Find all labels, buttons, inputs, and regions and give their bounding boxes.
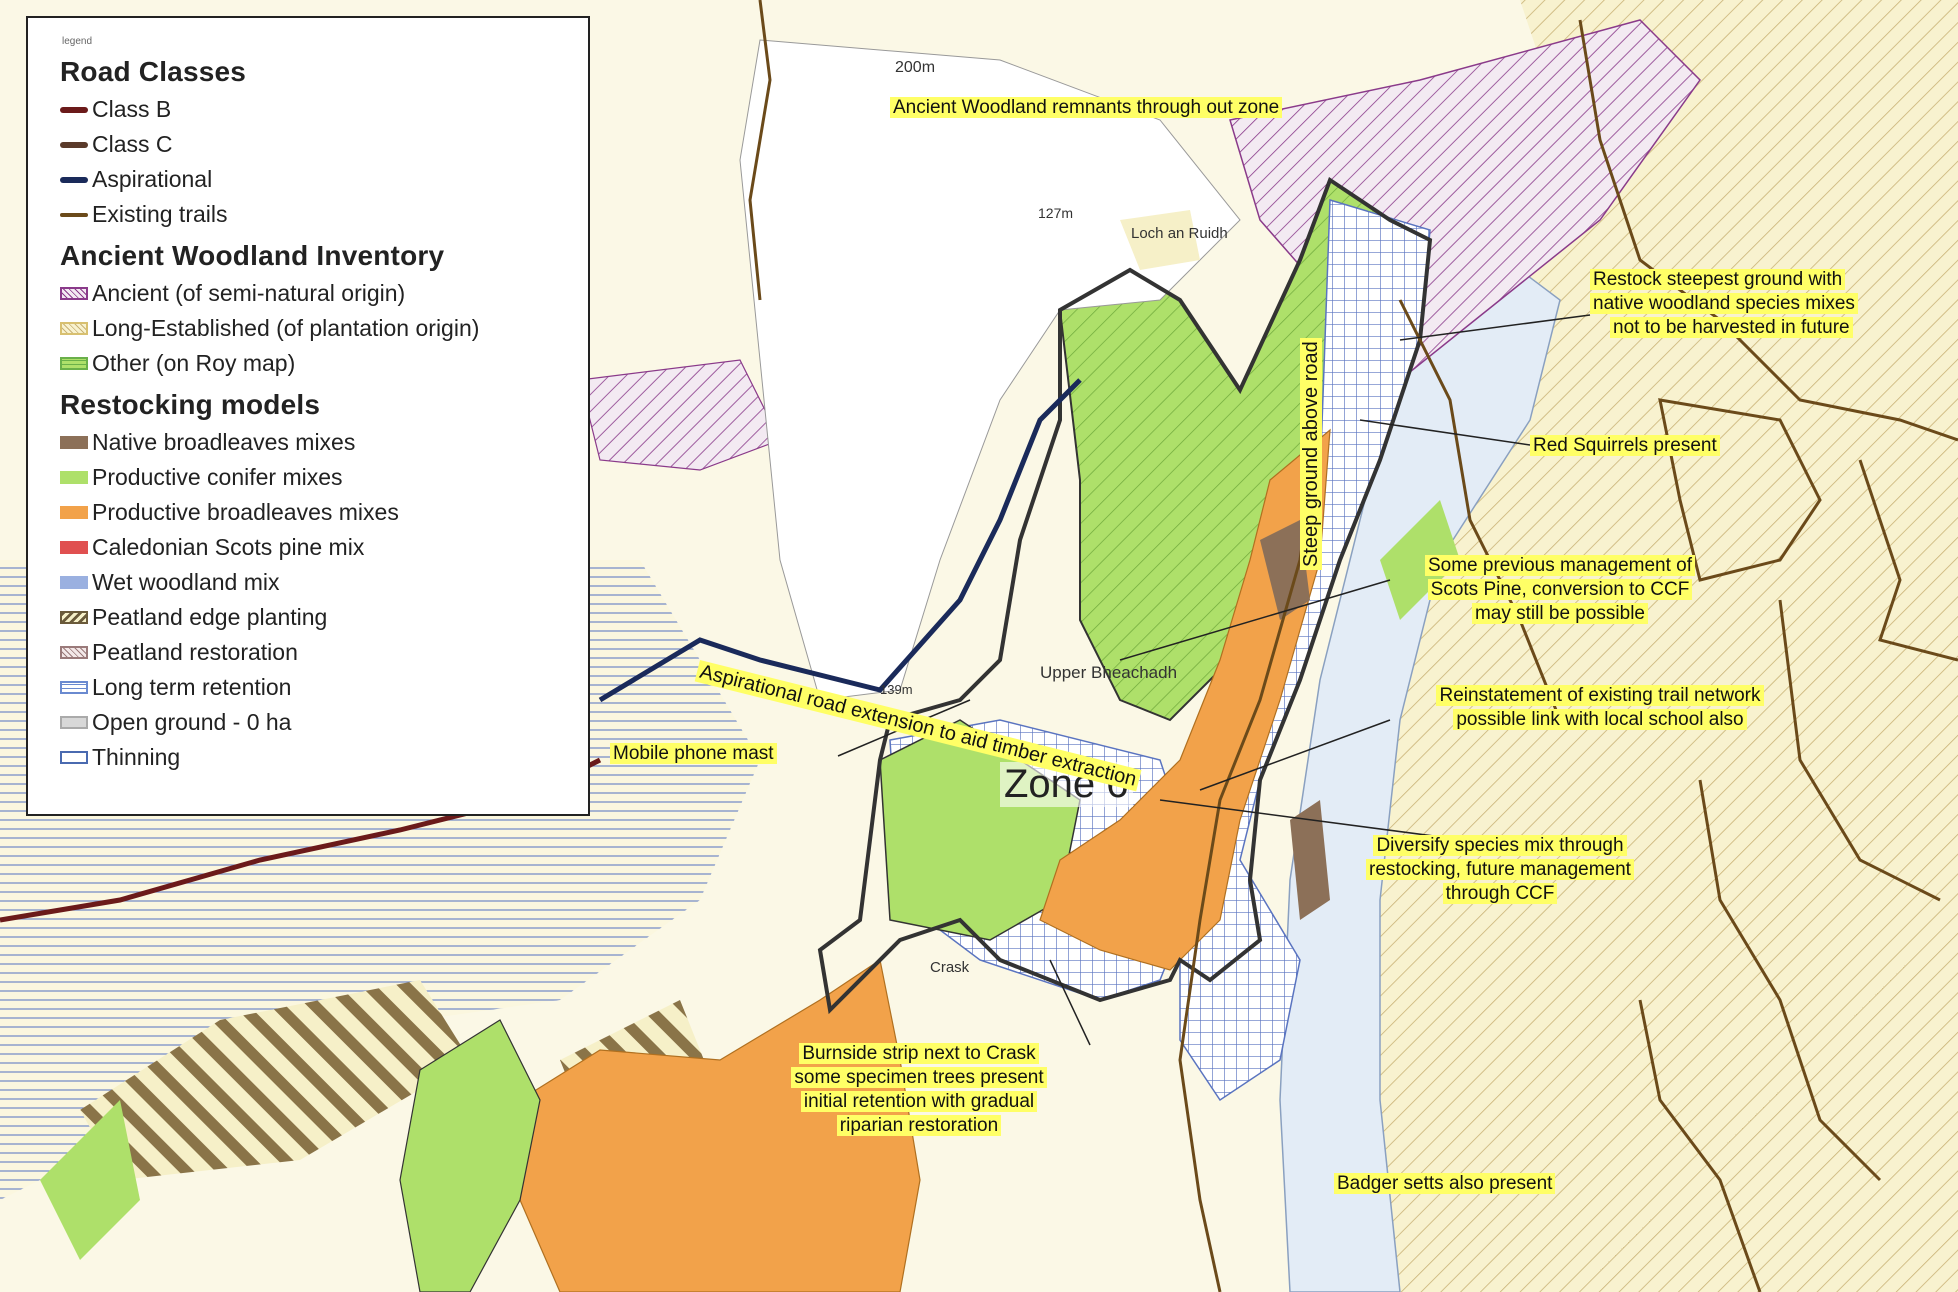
annotation-line: Diversify species mix through	[1373, 835, 1627, 856]
legend-item-broadleaves: Productive broadleaves mixes	[60, 495, 588, 530]
legend-item-thinning: Thinning	[60, 740, 588, 775]
annotation-line: possible link with local school also	[1453, 709, 1747, 730]
annotation-line: Scots Pine, conversion to CCF	[1427, 579, 1693, 600]
annotation-line: restocking, future management	[1366, 859, 1634, 880]
outline-swatch	[60, 751, 88, 764]
spot-height-2: 127m	[1038, 205, 1073, 221]
legend-label: Wet woodland mix	[92, 569, 280, 595]
hatch-swatch	[60, 357, 88, 370]
legend-label: Thinning	[92, 744, 181, 770]
legend-label: Long-Established (of plantation origin)	[92, 315, 480, 341]
annotation-steep-ground: Steep ground above road	[1300, 338, 1323, 570]
legend-label: Ancient (of semi-natural origin)	[92, 280, 406, 306]
annotation-badger: Badger setts also present	[1334, 1172, 1556, 1196]
annotation-line: not to be harvested in future	[1610, 317, 1853, 338]
legend-restocking-heading: Restocking models	[60, 389, 321, 420]
line-swatch	[60, 176, 88, 183]
fill-swatch	[60, 576, 88, 589]
legend-item-native: Native broadleaves mixes	[60, 425, 588, 460]
annotation-burnside: Burnside strip next to Crask some specim…	[734, 1042, 1104, 1138]
legend-item-peatland-restoration: Peatland restoration	[60, 635, 588, 670]
legend-label: Other (on Roy map)	[92, 350, 296, 376]
annotation-restock-steepest: Restock steepest ground with native wood…	[1590, 268, 1958, 340]
annotation-text: Mobile phone mast	[610, 743, 777, 764]
annotation-line: may still be possible	[1471, 603, 1649, 624]
annotation-red-squirrels: Red Squirrels present	[1530, 434, 1720, 458]
legend-ancient-heading: Ancient Woodland Inventory	[60, 240, 445, 271]
legend-tiny-label: legend	[62, 36, 93, 47]
annotation-mobile-mast: Mobile phone mast	[610, 742, 777, 766]
legend-label: Long term retention	[92, 674, 292, 700]
annotation-line: riparian restoration	[836, 1115, 1002, 1136]
hatch-swatch	[60, 611, 88, 624]
legend-label: Existing trails	[92, 201, 228, 227]
fill-swatch	[60, 716, 88, 729]
annotation-scots-pine: Some previous management of Scots Pine, …	[1390, 554, 1730, 626]
legend-item-peatland-edge: Peatland edge planting	[60, 600, 588, 635]
annotation-reinstatement: Reinstatement of existing trail network …	[1390, 684, 1810, 732]
fill-swatch	[60, 471, 88, 484]
fill-swatch	[60, 506, 88, 519]
line-swatch	[60, 106, 88, 113]
legend-item-open-ground: Open ground - 0 ha	[60, 705, 588, 740]
annotation-line: some specimen trees present	[791, 1067, 1047, 1088]
legend-item-class-b: Class B	[60, 92, 588, 127]
fill-swatch	[60, 436, 88, 449]
legend-label: Native broadleaves mixes	[92, 429, 356, 455]
hatch-swatch	[60, 646, 88, 659]
annotation-line: Restock steepest ground with	[1590, 269, 1846, 290]
legend-item-ancient: Ancient (of semi-natural origin)	[60, 276, 588, 311]
annotation-line: Reinstatement of existing trail network	[1436, 685, 1764, 706]
line-swatch	[60, 141, 88, 148]
legend-road-classes-heading: Road Classes	[60, 56, 247, 87]
legend-item-aspirational: Aspirational	[60, 162, 588, 197]
legend-item-other-roy: Other (on Roy map)	[60, 346, 588, 381]
annotation-ancient-remnants: Ancient Woodland remnants through out zo…	[890, 96, 1283, 120]
hatch-swatch	[60, 681, 88, 694]
legend-item-conifer: Productive conifer mixes	[60, 460, 588, 495]
legend-label: Caledonian Scots pine mix	[92, 534, 365, 560]
line-swatch	[60, 212, 88, 217]
annotation-text: Ancient Woodland remnants through out zo…	[890, 97, 1283, 118]
annotation-line: initial retention with gradual	[800, 1091, 1038, 1112]
legend-item-class-c: Class C	[60, 127, 588, 162]
legend-item-existing-trails: Existing trails	[60, 197, 588, 232]
annotation-text: Badger setts also present	[1334, 1173, 1556, 1194]
annotation-line: Burnside strip next to Crask	[799, 1043, 1039, 1064]
annotation-line: through CCF	[1442, 883, 1558, 904]
legend-label: Class C	[92, 131, 173, 157]
map-legend: legend Road Classes Class B Class C Aspi…	[26, 16, 590, 816]
legend-item-wet-woodland: Wet woodland mix	[60, 565, 588, 600]
legend-label: Open ground - 0 ha	[92, 709, 292, 735]
annotation-text: Steep ground above road	[1300, 338, 1322, 570]
loch-label: Loch an Ruidh	[1131, 225, 1228, 242]
hatch-swatch	[60, 322, 88, 335]
annotation-line: native woodland species mixes	[1590, 293, 1858, 314]
annotation-diversify: Diversify species mix through restocking…	[1300, 834, 1700, 906]
hatch-swatch	[60, 287, 88, 300]
legend-item-long-term-retention: Long term retention	[60, 670, 588, 705]
legend-item-long-established: Long-Established (of plantation origin)	[60, 311, 588, 346]
upper-label: Upper Bheachadh	[1040, 663, 1177, 682]
annotation-text: Red Squirrels present	[1530, 435, 1720, 456]
legend-label: Class B	[92, 96, 172, 122]
legend-label: Productive broadleaves mixes	[92, 499, 399, 525]
spot-height-1: 200m	[895, 59, 935, 76]
spot-height-3: 139m	[880, 682, 913, 697]
crask-label: Crask	[930, 959, 970, 976]
fill-swatch	[60, 541, 88, 554]
legend-label: Peatland restoration	[92, 639, 298, 665]
legend-item-scots-pine: Caledonian Scots pine mix	[60, 530, 588, 565]
legend-label: Productive conifer mixes	[92, 464, 343, 490]
legend-label: Aspirational	[92, 166, 213, 192]
legend-label: Peatland edge planting	[92, 604, 328, 630]
annotation-line: Some previous management of	[1424, 555, 1696, 576]
